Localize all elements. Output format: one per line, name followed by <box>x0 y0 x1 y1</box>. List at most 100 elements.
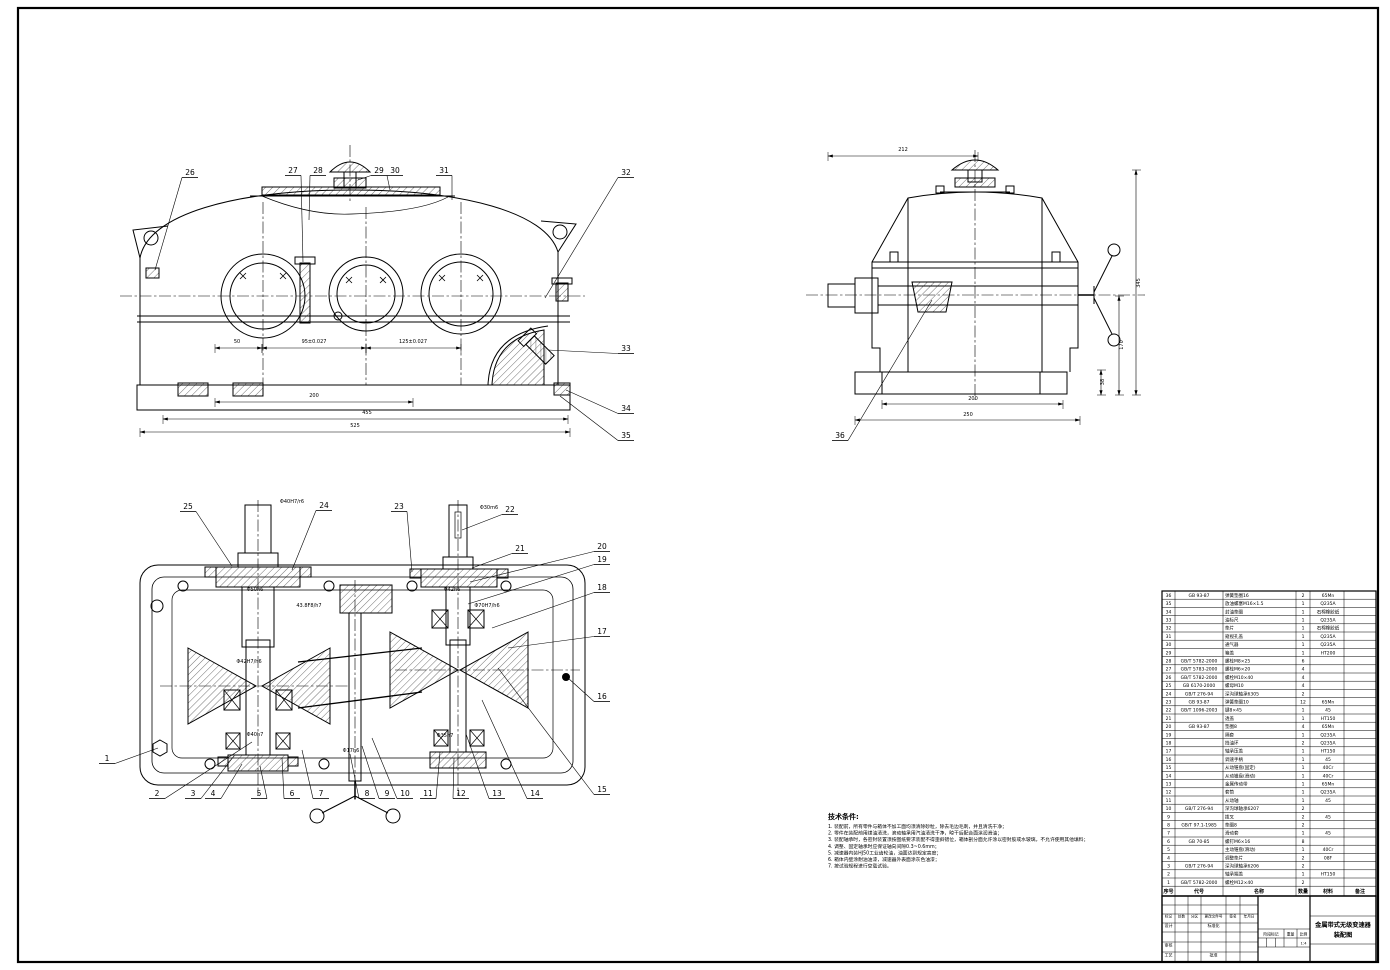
bom-cell: 1 <box>1302 626 1305 632</box>
dimension-label: Φ40h7 <box>247 732 264 738</box>
bom-cell: 透盖 <box>1225 715 1234 722</box>
bom-cell: 1 <box>1302 708 1305 714</box>
bom-cell: 1 <box>1302 782 1305 788</box>
bom-cell: 31 <box>1166 634 1172 640</box>
bom-cell: 垫圈8 <box>1225 723 1237 730</box>
process-label: 工艺 <box>1165 953 1173 958</box>
part-number-label: 26 <box>185 168 195 177</box>
bom-cell: 深沟球轴承6207 <box>1225 805 1259 812</box>
part-number-label: 17 <box>597 627 607 636</box>
bom-cell: 45 <box>1325 814 1331 820</box>
bom-cell: 4 <box>1302 683 1305 689</box>
part-number-label: 18 <box>597 583 607 592</box>
part-number-label: 36 <box>835 431 845 440</box>
bom-cell: GB/T 276-94 <box>1185 806 1213 812</box>
bom-header: 代号 <box>1193 888 1204 895</box>
bom-cell: 18 <box>1166 741 1172 747</box>
bom-cell: 油标尺 <box>1225 617 1239 624</box>
bom-cell: Q235A <box>1320 601 1336 607</box>
bom-cell: 窥视孔盖 <box>1225 633 1243 640</box>
tech-notes-title: 技术条件: <box>828 812 859 821</box>
bom-cell: 13 <box>1166 782 1172 788</box>
tech-note-item: 6. 箱体内壁涂耐油油漆，减速器外表面涂灰色油漆； <box>828 856 940 863</box>
bom-cell: 1 <box>1302 757 1305 763</box>
tech-note-item: 7. 按试验规程进行空载试验。 <box>828 863 892 870</box>
bom-cell: 4 <box>1302 724 1305 730</box>
bom-cell: 4 <box>1302 675 1305 681</box>
part-number-label: 15 <box>597 785 607 794</box>
bom-cell: 螺栓M10×40 <box>1225 674 1253 681</box>
bom-cell: 29 <box>1166 650 1172 656</box>
bom-cell: 25 <box>1166 683 1172 689</box>
bom-cell: 4 <box>1302 667 1305 673</box>
approve-label: 批准 <box>1210 952 1218 958</box>
dimension-label: 50 <box>234 339 240 345</box>
bom-cell: GB/T 276-94 <box>1185 691 1213 697</box>
part-number-label: 5 <box>257 789 262 798</box>
bom-cell: 主动锥盘(滑动) <box>1225 846 1256 853</box>
dimension-label: 200 <box>309 393 319 399</box>
bom-cell: 65Mn <box>1322 593 1335 599</box>
bom-cell: 32 <box>1166 626 1172 632</box>
part-number-label: 4 <box>211 789 216 798</box>
bom-header: 备注 <box>1354 888 1365 895</box>
part-number-label: 22 <box>505 505 515 514</box>
housing-flange <box>139 564 586 786</box>
part-number-label: 31 <box>439 166 449 175</box>
bom-cell: 1 <box>1302 749 1305 755</box>
tech-note-item: 3. 装配轴承时，各密封装置须按图纸要求装配不得歪斜错位，箱体剖分面允许涂以密封… <box>828 836 1088 843</box>
bom-cell: 从动锥盘(固定) <box>1225 764 1256 771</box>
part-number-label: 14 <box>530 789 540 798</box>
inspection-cover <box>261 186 441 196</box>
weight-label: 重量 <box>1287 932 1295 937</box>
bolt-hole <box>143 230 159 246</box>
bom-cell: 垫片 <box>1225 625 1234 632</box>
bom-cell: 1 <box>1302 601 1305 607</box>
bom-cell: 45 <box>1325 831 1331 837</box>
bom-cell: 16 <box>1166 757 1172 763</box>
tech-note-item: 4. 调整、固定轴承时应保证轴向间隙0.3~0.6mm； <box>828 843 939 850</box>
bom-cell: 40Cr <box>1323 773 1334 779</box>
design-label: 设计 <box>1165 922 1173 928</box>
bom-cell: 26 <box>1166 675 1172 681</box>
bom-cell: 螺栓M12×40 <box>1225 879 1253 886</box>
bom-cell: 1 <box>1302 765 1305 771</box>
bom-cell: 30 <box>1166 642 1172 648</box>
bom-cell: 28 <box>1166 659 1172 665</box>
bom-cell: 2 <box>1302 864 1305 870</box>
bom-cell: GB/T 5782-2000 <box>1181 659 1218 665</box>
dimension-label: 525 <box>350 423 360 429</box>
dimension-label: Φ42H7/h6 <box>236 659 261 665</box>
bom-cell: 08F <box>1324 855 1333 861</box>
bom-cell: GB/T 276-94 <box>1185 864 1213 870</box>
bom-cell: 拨叉 <box>1225 813 1234 820</box>
title-block: 标记处数分区更改文件号签名年月日设计标准化审核工艺批准阶段标记重量比例1:4金属… <box>1161 895 1377 963</box>
dimension-label: Φ30m6 <box>480 505 498 511</box>
revision-header: 年月日 <box>1244 914 1255 919</box>
bom-cell: GB 6170-2000 <box>1183 683 1216 689</box>
bom-cell: 10 <box>1166 806 1172 812</box>
bom-cell: Q235A <box>1320 741 1336 747</box>
bom-cell: 65Mn <box>1322 782 1335 788</box>
bom-cell: 轴承端盖 <box>1225 871 1243 878</box>
bom-cell: 20 <box>1166 724 1172 730</box>
tech-note-item: 5. 减速器内装HJ50工业齿轮油，油面达到规定高度； <box>828 849 941 856</box>
dimension-label: Φ50h6 <box>247 587 264 593</box>
bom-cell: 9 <box>1167 814 1170 820</box>
revision-header: 处数 <box>1178 914 1186 919</box>
bom-cell: 3 <box>1167 864 1170 870</box>
bom-cell: 深沟球轴承6206 <box>1225 863 1259 870</box>
bom-cell: 套筒 <box>1225 789 1234 796</box>
bom-cell: GB 93-87 <box>1188 593 1209 599</box>
bom-cell: 27 <box>1166 667 1172 673</box>
bom-cell: 1 <box>1302 798 1305 804</box>
part-number-label: 19 <box>597 555 607 564</box>
part-number-label: 12 <box>456 789 466 798</box>
dimension-label: Φ35h7 <box>437 733 454 739</box>
drawing-title-line2: 装配图 <box>1333 931 1353 939</box>
bom-cell: 箱盖 <box>1225 649 1234 656</box>
stud <box>299 262 311 324</box>
